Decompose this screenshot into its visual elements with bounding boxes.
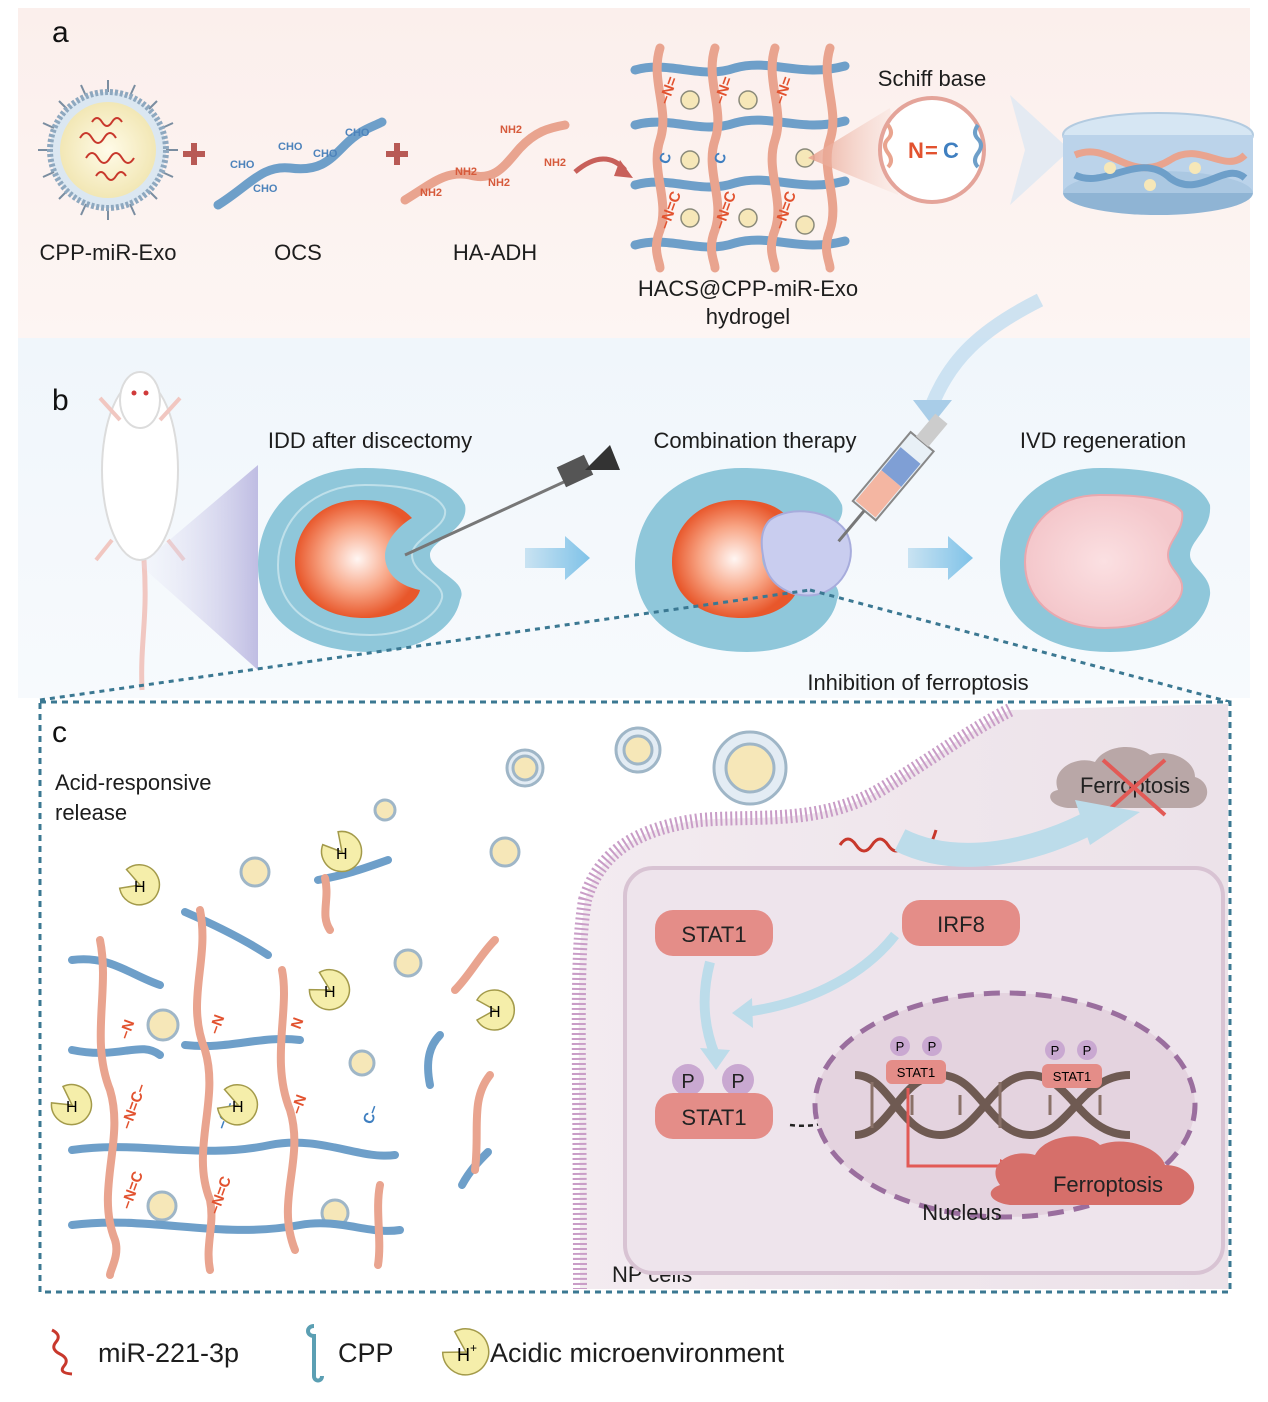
svg-text:C–: C– — [360, 1103, 383, 1127]
svg-text:H: H — [324, 984, 336, 1001]
legend: miR-221-3p CPP H + Acidic microenvironme… — [51, 1324, 785, 1383]
svg-text:+: + — [470, 1341, 477, 1355]
svg-text:H: H — [134, 879, 146, 896]
exo-label: CPP-miR-Exo — [40, 240, 177, 265]
magnifier-beam — [808, 108, 898, 195]
chevron-arrow — [1010, 95, 1070, 205]
nucleus-label: Nucleus — [922, 1200, 1001, 1225]
panel-b-letter: b — [52, 384, 69, 417]
svg-text:STAT1: STAT1 — [681, 1105, 746, 1130]
release-label-2: release — [55, 800, 127, 825]
svg-text:=: = — [925, 138, 938, 163]
ocs-chain — [213, 117, 387, 210]
svg-text:CHO: CHO — [313, 148, 338, 160]
p-stat1: P P STAT1 — [655, 1064, 773, 1139]
svg-text:P: P — [731, 1071, 744, 1093]
svg-text:STAT1: STAT1 — [1053, 1069, 1092, 1084]
bound-stat1-left: P P STAT1 — [886, 1036, 946, 1084]
hydrogel-dish-icon — [1062, 112, 1254, 215]
svg-text:H: H — [336, 846, 348, 863]
disc-degenerated — [258, 468, 466, 652]
exosome-icon — [38, 80, 178, 220]
svg-text:P: P — [928, 1039, 937, 1054]
endoscope-icon — [404, 445, 620, 557]
ferroptosis-cloud-bottom: Ferroptosis — [990, 1136, 1195, 1205]
svg-text:CHO: CHO — [253, 183, 278, 195]
svg-text:P: P — [896, 1039, 905, 1054]
svg-text:CHO: CHO — [278, 141, 303, 153]
svg-text:H: H — [489, 1004, 501, 1021]
ferroptosis-cloud-top: Ferroptosis — [1050, 746, 1208, 817]
svg-text:STAT1: STAT1 — [897, 1065, 936, 1080]
irf8-arrow — [744, 931, 899, 1017]
ha-adh-label: HA-ADH — [453, 240, 537, 265]
inhibition-label: Inhibition of ferroptosis — [807, 670, 1028, 695]
svg-text:–N: –N — [288, 1093, 311, 1117]
panel-c-letter: c — [52, 716, 67, 749]
acid-legend-icon: H + — [441, 1328, 490, 1376]
svg-text:N: N — [908, 138, 924, 163]
zoom-cone — [140, 465, 258, 670]
cpp-legend-icon — [306, 1324, 324, 1383]
nh2-labels: NH2 NH2 NH2 NH2 NH2 — [420, 124, 566, 199]
syringe-icon — [837, 413, 948, 543]
inhibit-arrow — [894, 809, 1101, 867]
svg-text:STAT1: STAT1 — [681, 922, 746, 947]
feedback-arrow — [925, 293, 1044, 408]
svg-text:Acidic microenvironment: Acidic microenvironment — [490, 1338, 785, 1368]
hydrogel-label-1: HACS@CPP-miR-Exo — [638, 276, 858, 301]
flow-arrow-1 — [525, 536, 590, 580]
svg-text:H: H — [66, 1099, 78, 1116]
svg-text:–N: –N — [206, 1013, 229, 1037]
stage-2-label: Combination therapy — [653, 428, 856, 453]
svg-text:NH2: NH2 — [420, 187, 442, 199]
zoom-line-right — [809, 588, 1231, 704]
transcription-arrow — [906, 1088, 1000, 1168]
svg-text:NH2: NH2 — [544, 157, 566, 169]
panel-a-letter: a — [52, 16, 69, 49]
disc-regenerated — [1000, 468, 1211, 652]
rat-icon — [94, 371, 186, 691]
svg-text:–N: –N — [116, 1018, 139, 1042]
mirna-legend-icon — [51, 1328, 73, 1376]
proton-icons: H H H H H H — [50, 830, 515, 1126]
svg-text:NH2: NH2 — [488, 177, 510, 189]
svg-text:CHO: CHO — [230, 159, 255, 171]
cho-labels: CHO CHO CHO CHO CHO — [230, 127, 370, 195]
stat1-box: STAT1 — [655, 910, 773, 956]
svg-text:miR-221-3p: miR-221-3p — [98, 1338, 239, 1368]
irf8-box: IRF8 — [902, 900, 1020, 946]
stage-1-label: IDD after discectomy — [268, 428, 472, 453]
bound-stat1-right: P P STAT1 — [1042, 1040, 1102, 1088]
svg-text:Ferroptosis: Ferroptosis — [1053, 1172, 1163, 1197]
svg-text:NH2: NH2 — [500, 124, 522, 136]
svg-text:CHO: CHO — [345, 127, 370, 139]
schiff-base-magnifier: N = C — [878, 96, 986, 204]
ha-adh-chain — [400, 120, 570, 205]
svg-text:C: C — [943, 138, 959, 163]
ocs-label: OCS — [274, 240, 322, 265]
released-exosomes — [146, 726, 788, 1228]
disc-treated — [635, 468, 852, 652]
svg-text:P: P — [1051, 1043, 1060, 1058]
svg-text:P: P — [681, 1071, 694, 1093]
svg-text:H: H — [457, 1345, 470, 1365]
svg-text:CPP: CPP — [338, 1338, 394, 1368]
stat1-arrow — [699, 960, 720, 1057]
dna-rungs — [870, 1082, 1102, 1128]
svg-text:H: H — [232, 1099, 244, 1116]
svg-text:NH2: NH2 — [455, 166, 477, 178]
degraded-chains-pink — [96, 874, 499, 1279]
plus-icon — [183, 143, 408, 165]
stage-3-label: IVD regeneration — [1020, 428, 1186, 453]
svg-text:IRF8: IRF8 — [937, 912, 985, 937]
dna-helix — [854, 1070, 1131, 1140]
release-label-1: Acid-responsive — [55, 770, 212, 795]
schiff-label: Schiff base — [878, 66, 986, 91]
flow-arrow-2 — [908, 536, 973, 580]
svg-text:P: P — [1083, 1043, 1092, 1058]
hydrogel-label-2: hydrogel — [706, 304, 790, 329]
